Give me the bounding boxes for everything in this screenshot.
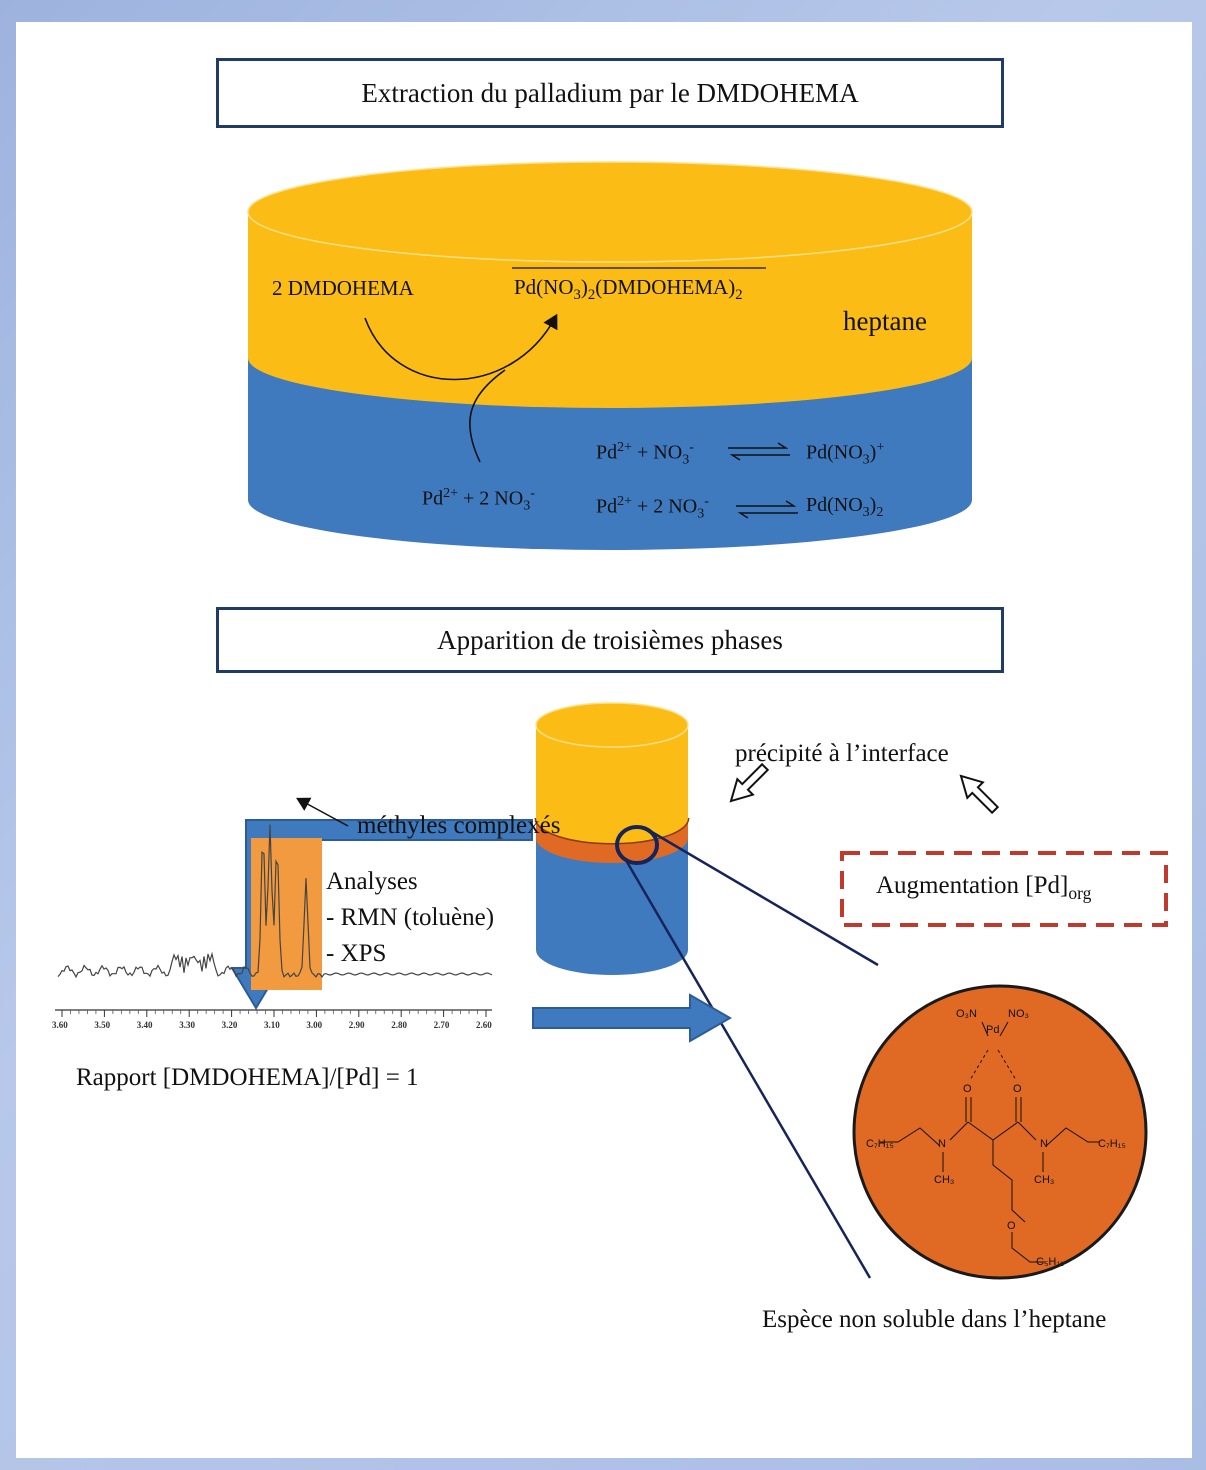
c7h15-right-label: C₇H₁₅ xyxy=(1098,1138,1126,1150)
equilibrium-2-left: Pd2+ + 2 NO3- xyxy=(596,494,709,522)
analyses-title: Analyses xyxy=(326,868,418,895)
hollow-arrow-to-interface xyxy=(729,762,770,803)
equilibrium-arrow-2 xyxy=(736,500,798,519)
augmentation-box xyxy=(840,851,1168,927)
nmr-tick-label: 3.40 xyxy=(136,1020,153,1030)
equilibrium-2-right: Pd(NO3)2 xyxy=(806,494,884,520)
nmr-tick-label: 2.60 xyxy=(476,1020,492,1030)
c5h11-label: C₅H₁₁ xyxy=(1036,1256,1064,1268)
nmr-tick-label: 3.20 xyxy=(221,1020,238,1030)
small-aqueous-phase xyxy=(536,833,688,975)
hollow-arrow-up xyxy=(959,774,1000,815)
equilibrium-1-left: Pd2+ + NO3- xyxy=(596,440,694,468)
augmentation-label: Augmentation [Pd]org xyxy=(876,872,1092,903)
analyses-nmr: - RMN (toluène) xyxy=(326,904,495,931)
nmr-tick-label: 3.00 xyxy=(306,1020,323,1030)
organic-top xyxy=(247,161,973,263)
equilibrium-1-right: Pd(NO3)+ xyxy=(806,440,885,468)
ch3-left-label: CH₃ xyxy=(934,1174,955,1186)
no3-right-label: NO₃ xyxy=(1008,1008,1029,1020)
nmr-tick-label: 3.30 xyxy=(179,1020,195,1030)
heptane-label: heptane xyxy=(843,306,927,336)
extraction-arrow xyxy=(364,313,558,381)
reactant-label: 2 DMDOHEMA xyxy=(272,276,414,300)
aqueous-phase xyxy=(248,358,972,550)
o-left-label: O xyxy=(963,1083,972,1095)
ratio-label: Rapport [DMDOHEMA]/[Pd] = 1 xyxy=(76,1064,419,1091)
analyses-xps: - XPS xyxy=(326,940,387,967)
pd-label: Pd xyxy=(986,1024,1000,1036)
n-left-label: N xyxy=(938,1138,946,1150)
ch3-right-label: CH₃ xyxy=(1034,1174,1055,1186)
zoom-marker xyxy=(615,825,659,865)
result-arrow xyxy=(532,993,733,1043)
small-organic-phase xyxy=(536,725,688,843)
third-phase-title: Apparition de troisièmes phases xyxy=(437,624,783,655)
complex-label: Pd(NO3)2(DMDOHEMA)2 xyxy=(514,275,743,304)
third-phase-title-box: Apparition de troisièmes phases xyxy=(216,607,1004,673)
complex-structure xyxy=(852,984,1148,1280)
c7h15-left-label: C₇H₁₅ xyxy=(866,1138,894,1150)
n-right-label: N xyxy=(1040,1138,1048,1150)
extraction-title-box: Extraction du palladium par le DMDOHEMA xyxy=(216,58,1004,128)
nmr-tick-label: 2.80 xyxy=(391,1020,407,1030)
species-label: Espèce non soluble dans l’heptane xyxy=(762,1306,1107,1333)
transfer-arrow xyxy=(469,369,506,463)
o-right-label: O xyxy=(1013,1083,1022,1095)
nmr-tick-label: 3.10 xyxy=(264,1020,280,1030)
nmr-tick-label: 3.50 xyxy=(94,1020,111,1030)
nmr-trace xyxy=(57,824,493,979)
nmr-tick-label: 2.70 xyxy=(433,1020,450,1030)
no3-left-label: O₃N xyxy=(956,1008,977,1020)
aqueous-ion-label: Pd2+ + 2 NO3- xyxy=(422,486,535,514)
o-ether-label: O xyxy=(1007,1220,1016,1232)
extraction-title: Extraction du palladium par le DMDOHEMA xyxy=(361,77,859,108)
interface-label: précipité à l’interface xyxy=(735,740,949,767)
nmr-spectrum xyxy=(55,797,493,1017)
nmr-tick-label: 2.90 xyxy=(348,1020,365,1030)
extraction-cylinder xyxy=(247,161,973,550)
nmr-annotation: méthyles complexés xyxy=(357,812,561,839)
structure-circle xyxy=(852,984,1148,1280)
organic-phase xyxy=(248,212,972,408)
equilibrium-arrow-1 xyxy=(728,442,790,461)
nmr-ticks xyxy=(61,1010,487,1017)
nmr-tick-label: 3.60 xyxy=(52,1020,68,1030)
third-phase-cylinder xyxy=(534,702,879,1279)
